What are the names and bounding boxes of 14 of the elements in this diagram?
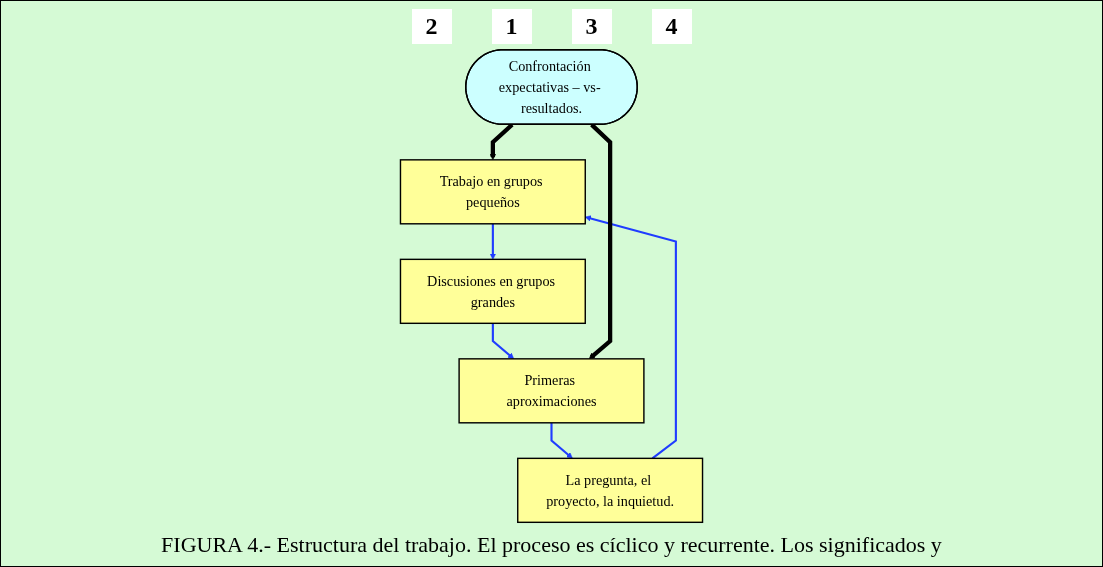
node-box: Trabajo en grupos pequeños: [399, 159, 586, 225]
arrow: [489, 123, 514, 161]
figure-caption: FIGURA 4.- Estructura del trabajo. El proceso es cíclico y recurrente. Los significados y: [161, 532, 942, 558]
callout-number: 3: [571, 9, 612, 44]
callout-number: 2: [411, 9, 452, 44]
node-box: La pregunta, el proyecto, la inquietud.: [517, 457, 704, 523]
callout-number: 1: [491, 9, 532, 44]
arrow: [489, 223, 496, 260]
arrow: [588, 123, 613, 360]
callout-number: 4: [651, 9, 692, 44]
node-box: Discusiones en grupos grandes: [399, 258, 586, 324]
arrow: [550, 422, 573, 459]
node-box: Primeras aproximaciones: [458, 358, 645, 424]
arrow: [491, 323, 515, 360]
